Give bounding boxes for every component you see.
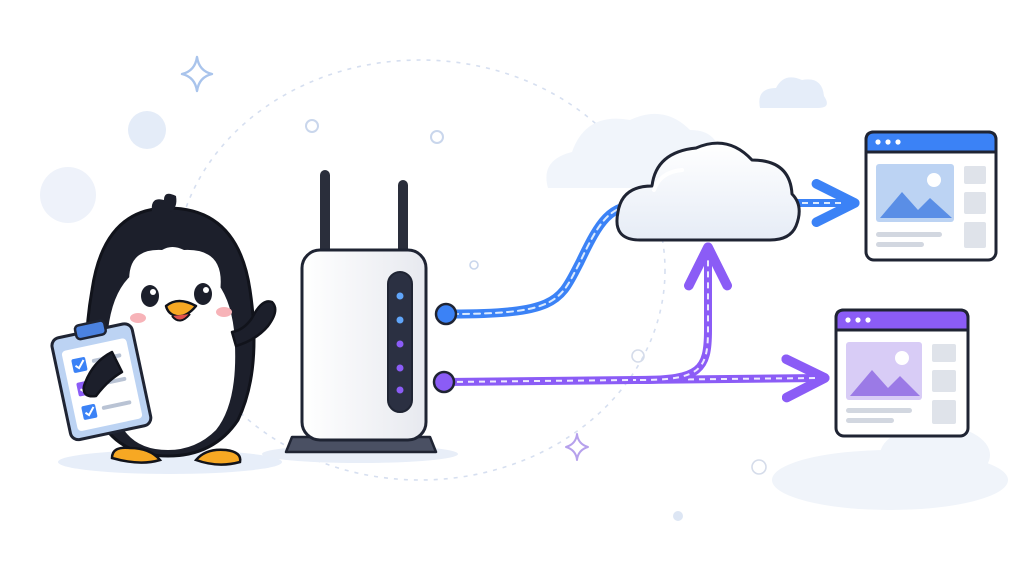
image-icon	[876, 164, 954, 222]
cloud-icon	[615, 141, 801, 242]
router-led	[396, 292, 404, 300]
bubble-icon	[40, 167, 96, 223]
penguin-wing	[82, 350, 124, 398]
sparkle-icon	[565, 433, 589, 461]
router-led	[396, 340, 404, 348]
router-led	[396, 386, 404, 394]
purple-port-dot	[432, 370, 456, 394]
router-icon	[262, 170, 458, 463]
router-led	[396, 316, 404, 324]
purple-arrow-up	[636, 242, 732, 384]
sparkle-icon	[180, 55, 214, 93]
small-cloud-icon	[759, 77, 827, 108]
checkbox-icon	[81, 400, 132, 420]
blue-connection-line	[447, 200, 645, 319]
background-decor	[40, 55, 1008, 521]
image-icon	[846, 342, 922, 400]
blue-port-dot	[434, 302, 458, 326]
penguin-eye	[141, 285, 159, 307]
browser-window-icon	[834, 308, 970, 438]
router-led	[396, 364, 404, 372]
bubble-icon	[128, 111, 166, 149]
browser-window-icon	[864, 130, 998, 262]
penguin-eye	[194, 283, 212, 305]
